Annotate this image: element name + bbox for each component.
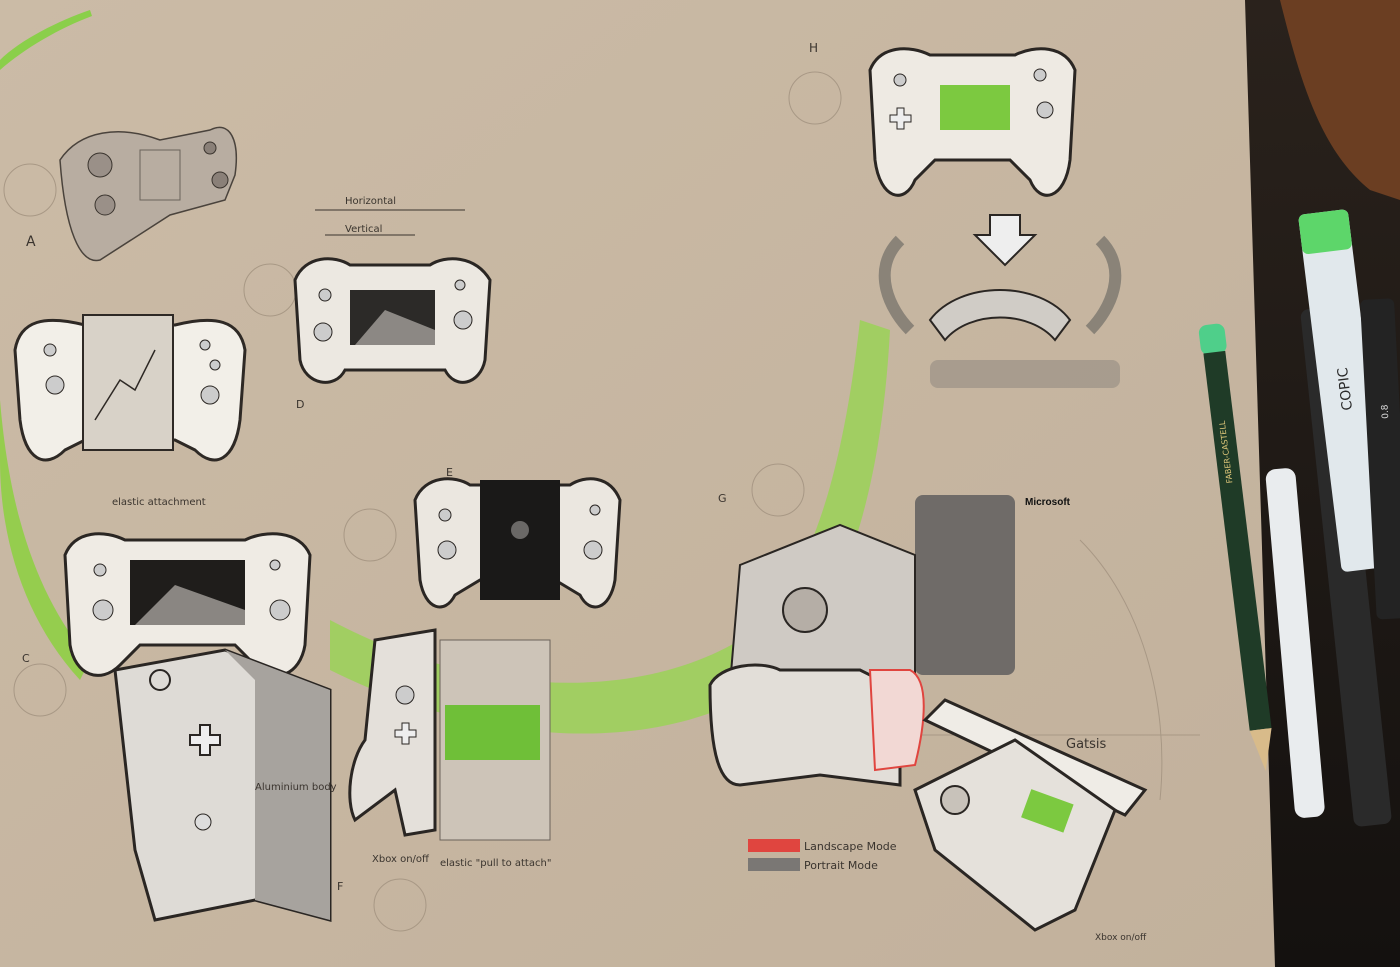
label-xbox-on-off: Xbox on/off — [372, 854, 430, 865]
sketch-f — [348, 628, 551, 841]
copic-label: COPIC — [1335, 366, 1356, 411]
label-g: G — [718, 492, 727, 505]
h-shadow — [930, 360, 1120, 388]
label-a: A — [26, 234, 36, 250]
construction-lines — [3, 71, 1200, 932]
label-microsoft: Microsoft — [1025, 497, 1071, 508]
label-c: C — [22, 652, 30, 665]
sketch-perspective — [913, 698, 1148, 932]
sketch-a — [59, 126, 237, 262]
sketch-e — [413, 477, 622, 609]
white-marker — [1265, 468, 1325, 818]
label-h: H — [809, 41, 818, 55]
sketch-d — [293, 209, 492, 384]
label-vertical: Vertical — [345, 224, 382, 235]
label-elastic-attachment: elastic attachment — [112, 497, 206, 508]
pencil: FABER-CASTELL — [1198, 323, 1272, 772]
legend-landscape-label: Landscape Mode — [804, 840, 897, 853]
fineliner: 0.8 — [1360, 298, 1400, 620]
sketch-c — [63, 532, 312, 677]
mode-legend: Landscape Mode Portrait Mode — [748, 839, 897, 872]
drawing-tools: FABER-CASTELL PRISMACOLOR COPIC 0.8 — [1198, 0, 1400, 827]
signature: Gatsis — [1066, 737, 1107, 752]
label-elastic-pull: elastic "pull to attach" — [440, 858, 551, 869]
sketch-g — [708, 495, 1015, 787]
sketch-h — [868, 47, 1122, 342]
copic-marker: COPIC — [1298, 209, 1391, 572]
legend-swatch-portrait — [748, 858, 800, 871]
label-f: F — [337, 880, 343, 893]
sketch-aluminium-body — [113, 648, 332, 922]
label-d: D — [296, 398, 304, 411]
legend-portrait-label: Portrait Mode — [804, 859, 878, 872]
brush — [1280, 0, 1400, 200]
label-xbox-on-off-2: Xbox on/off — [1095, 933, 1147, 943]
label-horizontal: Horizontal — [345, 196, 396, 207]
fineliner-label: 0.8 — [1380, 404, 1391, 419]
label-aluminium-body: Aluminium body — [255, 782, 337, 793]
legend-swatch-landscape — [748, 839, 800, 852]
label-e: E — [446, 466, 453, 479]
sketch-left-phone — [13, 314, 247, 462]
